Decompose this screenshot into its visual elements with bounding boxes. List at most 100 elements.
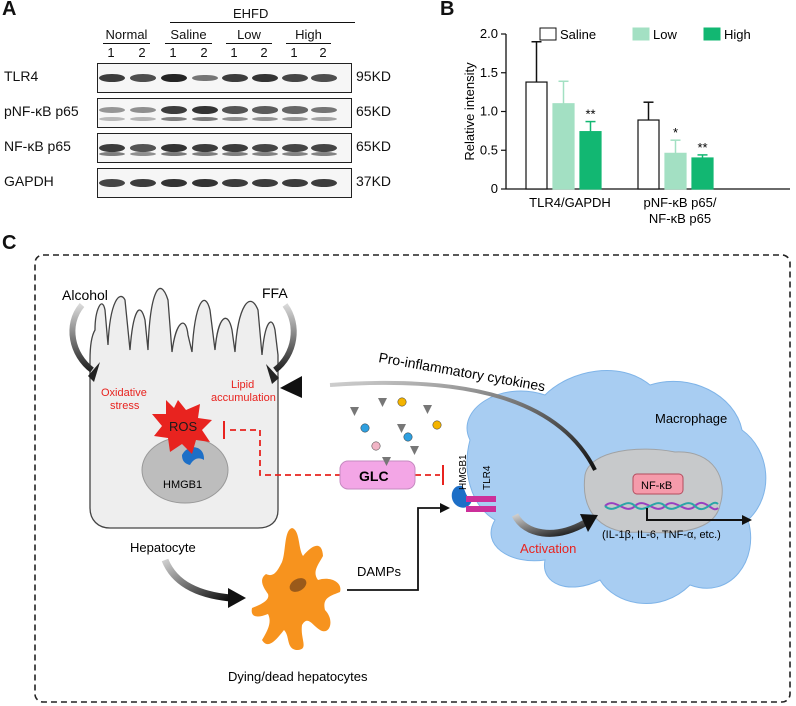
wb-blot-strip — [97, 63, 352, 93]
wb-band — [161, 143, 187, 153]
activation-arrow — [511, 513, 587, 537]
wb-band-secondary — [161, 117, 187, 121]
category-label: NF-κB p65 — [649, 211, 711, 226]
macrophage-label: Macrophage — [655, 411, 727, 426]
activation-label: Activation — [520, 541, 576, 556]
wb-lane-number: 1 — [107, 45, 115, 60]
wb-group-low: Low — [237, 27, 261, 42]
hepatocyte-label: Hepatocyte — [130, 540, 196, 555]
hmgb1-label: HMGB1 — [163, 479, 202, 491]
wb-band-secondary — [161, 152, 187, 156]
wb-band — [311, 144, 337, 152]
damps-label: DAMPs — [357, 564, 402, 579]
wb-band — [282, 106, 308, 114]
wb-lane-number: 1 — [169, 45, 177, 60]
wb-band — [161, 73, 187, 83]
wb-group-saline: Saline — [170, 27, 207, 42]
y-tick-label: 0.5 — [480, 142, 498, 157]
nfkb-box — [632, 473, 684, 495]
wb-row-kd: 95KD — [356, 68, 392, 84]
y-tick-label: 1.5 — [480, 65, 498, 80]
wb-band-secondary — [99, 152, 125, 156]
y-tick-label: 1.0 — [480, 104, 498, 119]
activation-arrowhead — [580, 514, 598, 532]
ffa-arrowhead — [266, 364, 279, 384]
alcohol-label: Alcohol — [62, 287, 108, 303]
dying-cell-nucleus — [289, 578, 307, 592]
glc-label: GLC — [359, 468, 389, 484]
wb-band-secondary — [99, 117, 125, 121]
glc-box — [339, 460, 416, 490]
damp-particles — [350, 397, 442, 466]
receptor-hmgb1-label: HMGB1 — [458, 454, 469, 490]
wb-band — [130, 144, 156, 152]
dying-hepatocytes-label: Dying/dead hepatocytes — [228, 669, 368, 684]
alcohol-arrow — [69, 303, 94, 373]
wb-band — [99, 143, 125, 153]
y-axis-label: Relative intensity — [462, 62, 477, 161]
ros-label: ROS — [169, 419, 198, 434]
wb-band — [222, 178, 248, 188]
wb-group-underline — [286, 43, 331, 44]
nfkb-label: NF-κB — [641, 480, 672, 492]
alcohol-arrowhead — [88, 362, 100, 382]
wb-band — [311, 106, 337, 114]
wb-row-label: TLR4 — [4, 68, 39, 84]
ehfd-label: EHFD — [233, 6, 269, 21]
wb-band — [222, 143, 248, 153]
wb-band-secondary — [222, 152, 248, 156]
wb-band — [130, 178, 156, 188]
wb-band — [192, 74, 218, 82]
wb-band-secondary — [192, 152, 218, 156]
death-arrow — [161, 558, 231, 602]
wb-band — [192, 105, 218, 115]
wb-lane-number: 2 — [319, 45, 327, 60]
panel-c-label: C — [2, 232, 17, 254]
significance-mark: * — [673, 125, 678, 140]
legend-label-saline: Saline — [560, 27, 596, 42]
lipid-accumulation-label-2: accumulation — [211, 392, 276, 404]
wb-band — [161, 105, 187, 115]
hmgb1-ligand-icon — [451, 485, 472, 508]
y-tick-label: 2.0 — [480, 26, 498, 41]
wb-band — [252, 73, 278, 83]
wb-band — [192, 178, 218, 188]
oxidative-stress-label-2: stress — [110, 400, 140, 412]
wb-group-underline — [165, 43, 212, 44]
panel-c-frame — [34, 254, 791, 703]
wb-band-secondary — [130, 117, 156, 121]
legend-swatch-low — [632, 27, 650, 41]
damps-arrow — [347, 503, 450, 591]
wb-lane-number: 1 — [230, 45, 238, 60]
wb-group-normal: Normal — [105, 27, 148, 42]
wb-band — [252, 106, 278, 114]
wb-band — [222, 73, 248, 83]
wb-band — [99, 179, 125, 187]
cytokine-arrow — [329, 380, 597, 471]
panel-a-label: A — [2, 0, 17, 20]
wb-band — [252, 178, 278, 188]
wb-lane-number: 2 — [138, 45, 146, 60]
wb-band — [282, 74, 308, 82]
wb-band — [311, 74, 337, 82]
wb-row-kd: 65KD — [356, 103, 392, 119]
wb-band — [252, 144, 278, 152]
hmgb1-protein-icon — [182, 447, 205, 465]
wb-blot-strip — [97, 133, 352, 163]
wb-band-secondary — [130, 152, 156, 156]
wb-band-secondary — [282, 117, 308, 121]
ffa-arrow — [273, 303, 297, 373]
wb-band-secondary — [311, 152, 337, 156]
wb-row-kd: 65KD — [356, 138, 392, 154]
wb-band — [222, 106, 248, 114]
ehfd-bracket-line — [170, 22, 355, 23]
oxidative-stress-label-1: Oxidative — [101, 387, 147, 399]
death-arrowhead — [228, 588, 246, 608]
cytokine-arrowhead — [280, 376, 302, 398]
ros-burst-icon — [152, 400, 212, 454]
legend-label-low: Low — [653, 27, 677, 42]
receptor-tlr4-label: TLR4 — [482, 465, 493, 490]
wb-row-label: GAPDH — [4, 173, 54, 189]
